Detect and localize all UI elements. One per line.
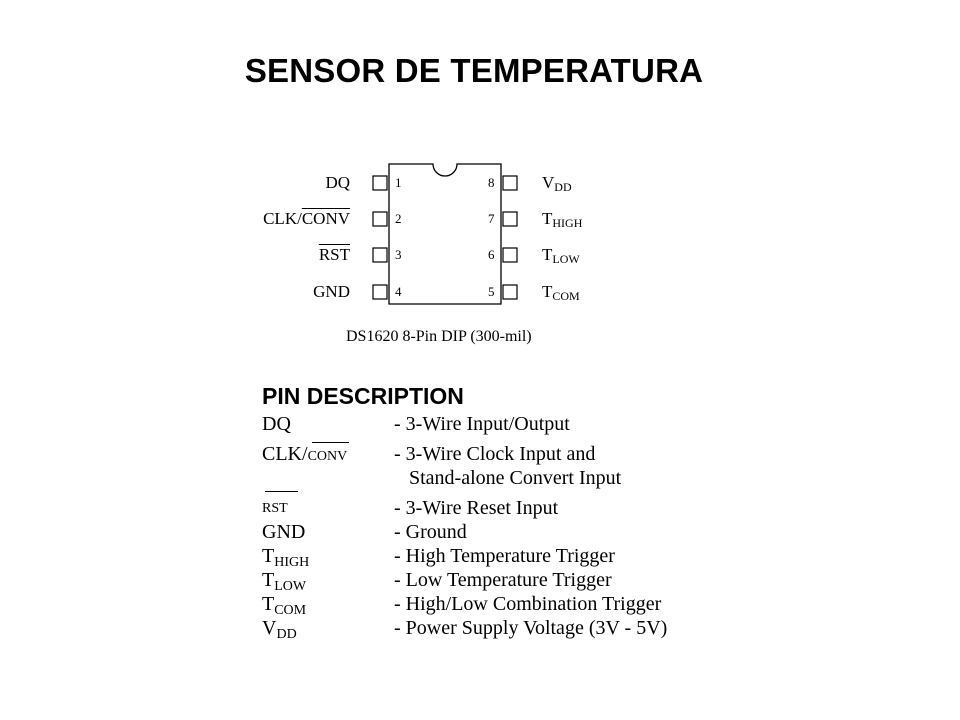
desc-text-rst: - 3-Wire Reset Input bbox=[394, 497, 559, 519]
desc-pin-vdd-sub: DD bbox=[276, 627, 297, 642]
pin-label-tcom-main: T bbox=[542, 282, 553, 301]
desc-pin-dq: DQ bbox=[262, 413, 291, 435]
chip-outline bbox=[372, 163, 518, 305]
desc-pin-tcom: TCOM bbox=[262, 593, 306, 619]
desc-pin-thigh-sub: HIGH bbox=[274, 555, 310, 570]
desc-pin-tlow: TLOW bbox=[262, 569, 306, 595]
pin-4-square bbox=[372, 284, 388, 300]
desc-text-vdd: - Power Supply Voltage (3V - 5V) bbox=[394, 617, 668, 639]
desc-text-clk-conv: - 3-Wire Clock Input and bbox=[394, 443, 596, 465]
desc-pin-rst: RST bbox=[262, 491, 298, 517]
pin-7-square bbox=[502, 211, 518, 227]
desc-pin-thigh: THIGH bbox=[262, 545, 309, 571]
pin-number-2: 2 bbox=[395, 211, 402, 226]
pin-3-square bbox=[372, 247, 388, 263]
chip-body bbox=[388, 163, 502, 305]
pin-1-square bbox=[372, 175, 388, 191]
desc-pin-gnd: GND bbox=[262, 521, 306, 543]
desc-text-tlow: - Low Temperature Trigger bbox=[394, 569, 612, 591]
pin-label-conv: CONV bbox=[301, 209, 350, 228]
pin-label-tlow-main: T bbox=[542, 245, 553, 264]
desc-pin-thigh-main: T bbox=[262, 545, 275, 567]
pin-label-tlow: TLOW bbox=[542, 245, 580, 267]
pin-label-vdd: VDD bbox=[542, 173, 572, 195]
pin-label-tcom-sub: COM bbox=[552, 289, 580, 303]
desc-text-clk-conv-continuation: Stand-alone Convert Input bbox=[409, 467, 622, 489]
pin-5-square bbox=[502, 284, 518, 300]
desc-pin-clk-conv: CLK/CONV bbox=[262, 442, 350, 466]
desc-text-tcom: - High/Low Combination Trigger bbox=[394, 593, 662, 615]
pin-label-thigh: THIGH bbox=[542, 209, 582, 231]
slide-title: SENSOR DE TEMPERATURA bbox=[244, 52, 704, 89]
desc-pin-vdd: VDD bbox=[262, 617, 297, 643]
pin-label-gnd: GND bbox=[313, 282, 350, 301]
desc-pin-tcom-sub: COM bbox=[274, 603, 307, 618]
pin-number-8: 8 bbox=[488, 175, 495, 190]
pin-number-7: 7 bbox=[488, 211, 495, 226]
package-caption: DS1620 8-Pin DIP (300-mil) bbox=[346, 328, 532, 345]
pin-label-tlow-sub: LOW bbox=[552, 252, 580, 266]
desc-pin-conv: CONV bbox=[307, 442, 350, 464]
desc-pin-tlow-main: T bbox=[262, 569, 275, 591]
desc-pin-vdd-main: V bbox=[262, 617, 277, 639]
pin-label-clk-conv: CLK/CONV bbox=[245, 209, 350, 229]
pin-8-square bbox=[502, 175, 518, 191]
pin-label-rst: RST bbox=[245, 245, 350, 265]
rst-overbar bbox=[265, 491, 298, 492]
conv-overbar bbox=[311, 442, 350, 443]
pin-number-5: 5 bbox=[488, 284, 495, 299]
pin-6-square bbox=[502, 247, 518, 263]
pin-label-dq: DQ bbox=[325, 173, 350, 192]
pin-number-4: 4 bbox=[395, 284, 402, 299]
pin-number-1: 1 bbox=[395, 175, 402, 190]
desc-text-dq: - 3-Wire Input/Output bbox=[394, 413, 570, 435]
desc-pin-tcom-main: T bbox=[262, 593, 275, 615]
desc-text-gnd: - Ground bbox=[394, 521, 467, 543]
pin-number-3: 3 bbox=[395, 247, 402, 262]
pin-label-rst-text: RST bbox=[318, 245, 350, 264]
pin-description-heading: PIN DESCRIPTION bbox=[262, 383, 464, 409]
chip-pinout-diagram: DQ CLK/CONV RST GND 1 2 3 4 8 7 6 5 VDD … bbox=[250, 158, 600, 358]
pin-2-square bbox=[372, 211, 388, 227]
desc-pin-tlow-sub: LOW bbox=[274, 579, 307, 594]
desc-pin-clk: CLK/ bbox=[262, 443, 308, 465]
desc-pin-conv-text: CONV bbox=[307, 449, 348, 464]
pin-label-thigh-sub: HIGH bbox=[552, 216, 583, 230]
desc-row-clk-conv: CLK/CONV - 3-Wire Clock Input and Stand-… bbox=[262, 442, 722, 493]
desc-text-thigh: - High Temperature Trigger bbox=[394, 545, 615, 567]
pin-label-vdd-sub: DD bbox=[554, 180, 572, 194]
pin-label-thigh-main: T bbox=[542, 209, 553, 228]
pin-label-clk: CLK/ bbox=[263, 209, 302, 228]
pin-number-6: 6 bbox=[488, 247, 495, 262]
pin-label-tcom: TCOM bbox=[542, 282, 580, 304]
desc-pin-rst-text: RST bbox=[262, 501, 288, 516]
pin-label-vdd-main: V bbox=[542, 173, 555, 192]
